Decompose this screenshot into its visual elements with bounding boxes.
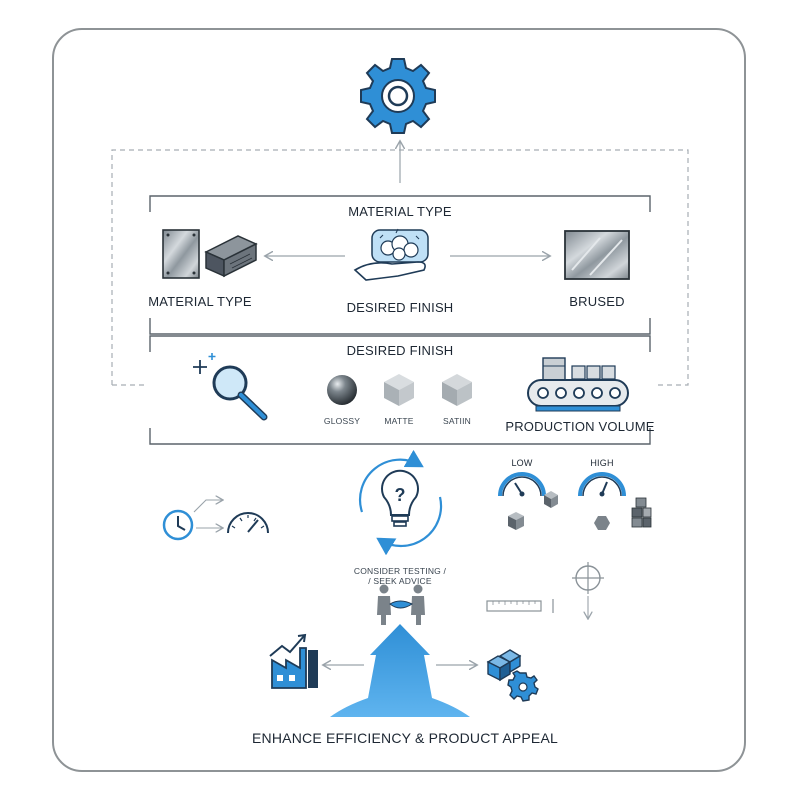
crosshair-icon	[572, 562, 604, 618]
production-volume-label: PRODUCTION VOLUME	[505, 419, 655, 434]
gauge-icon	[578, 472, 626, 497]
cycle-arrow	[376, 496, 443, 556]
brushed-label: BRUSED	[569, 294, 625, 309]
svg-text:?: ?	[395, 485, 406, 505]
magnifier-icon	[193, 353, 268, 421]
cycle-arrow	[359, 449, 424, 513]
finish-glossy-label: GLOSSY	[323, 416, 361, 426]
hex-icon	[594, 516, 610, 530]
handshake-icon	[377, 584, 425, 625]
bottom-panel-bracket	[149, 335, 651, 352]
dashed-frame	[111, 149, 689, 386]
boxes-icon	[631, 497, 652, 528]
top-panel-heading: MATERIAL TYPE	[348, 204, 452, 219]
ruler-icon	[486, 599, 554, 613]
advice-line-2: / SEEK ADVICE	[368, 576, 432, 586]
finish-matte-label: MATTE	[384, 416, 414, 426]
gauge-icon	[227, 512, 269, 534]
desired-finish-label: DESIRED FINISH	[346, 300, 454, 315]
cube-icon	[544, 491, 558, 508]
volume-high-label: HIGH	[590, 458, 614, 468]
factory-icon	[269, 633, 318, 689]
cube-icon	[508, 512, 524, 530]
bottom-panel-heading: DESIRED FINISH	[346, 343, 454, 358]
clock-icon	[162, 509, 194, 541]
arrow-up-icon	[330, 624, 470, 717]
block-icon	[204, 235, 258, 278]
cube-icon	[442, 374, 472, 406]
lightbulb-icon: ?	[381, 469, 419, 527]
hand-foam-icon	[353, 228, 429, 281]
cube-icon	[384, 374, 414, 406]
panel-icon	[162, 229, 200, 279]
volume-low-label: LOW	[511, 458, 533, 468]
conveyor-icon	[527, 357, 629, 412]
gear-icon	[360, 58, 436, 134]
footer-title: ENHANCE EFFICIENCY & PRODUCT APPEAL	[252, 730, 558, 746]
top-panel-bracket	[149, 195, 651, 212]
sphere-icon	[327, 375, 357, 405]
advice-line-1: CONSIDER TESTING /	[353, 566, 447, 576]
finish-satin-label: SATIIN	[443, 416, 471, 426]
brushed-metal-icon	[564, 230, 630, 280]
gauge-icon	[498, 472, 546, 497]
boxes-gear-icon	[486, 649, 539, 702]
material-type-label: MATERIAL TYPE	[148, 294, 252, 309]
